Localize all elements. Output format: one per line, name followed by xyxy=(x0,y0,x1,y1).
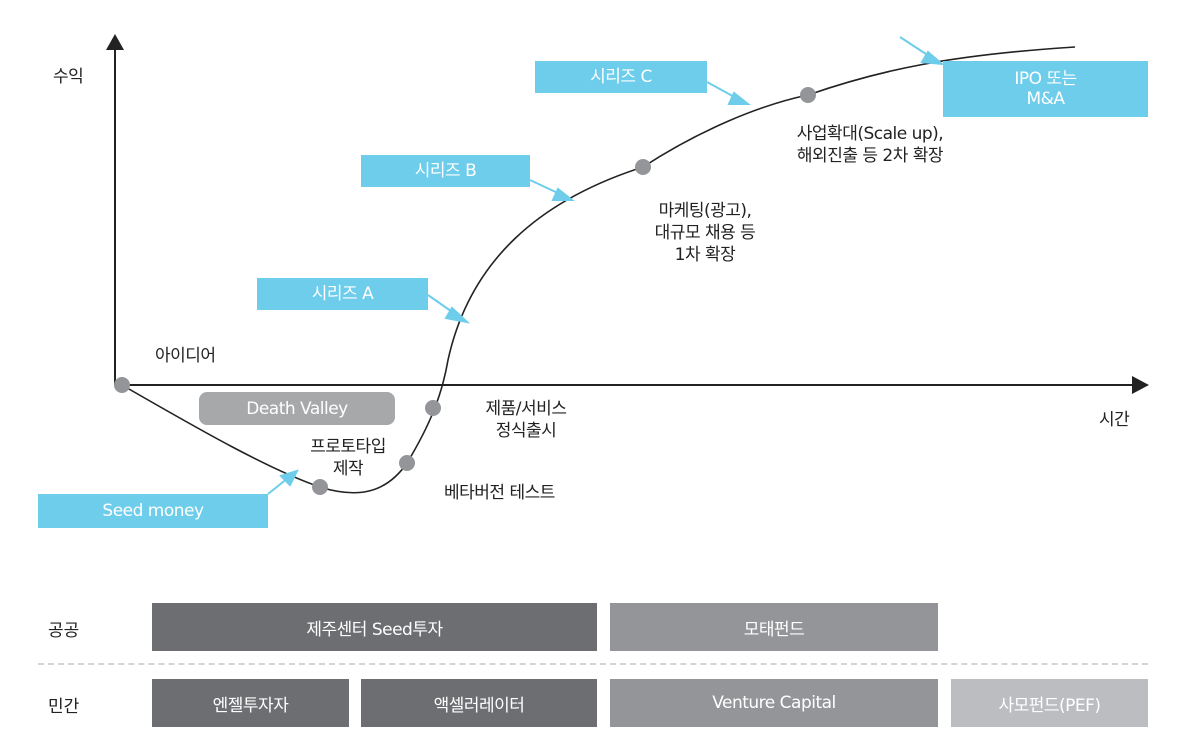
public-row-label: 공공 xyxy=(48,621,80,641)
stage-expand2-label: 사업확대(Scale up), 해외진출 등 2차 확장 xyxy=(770,123,970,167)
milestone-dot-beta xyxy=(399,455,415,471)
seed-money-tag: Seed money xyxy=(38,494,268,528)
series-a-tag: 시리즈 A xyxy=(257,278,428,310)
x-axis-label: 시간 xyxy=(1099,410,1130,430)
stage-launch-line-2: 정식출시 xyxy=(495,421,557,441)
milestone-dot-expand2 xyxy=(800,87,816,103)
stage-launch-label: 제품/서비스 정식출시 xyxy=(470,398,582,442)
stage-launch-line-1: 제품/서비스 xyxy=(485,399,567,419)
accelerator-bar: 액셀러레이터 xyxy=(361,679,597,727)
stage-expand1-label: 마케팅(광고), 대규모 채용 등 1차 확장 xyxy=(630,200,780,266)
series-a-arrowhead xyxy=(444,306,471,324)
angel-investor-bar: 엔젤투자자 xyxy=(152,679,349,727)
series-b-tag: 시리즈 B xyxy=(361,155,530,187)
seed-arrowhead xyxy=(279,469,299,487)
growth-curve xyxy=(121,46,1076,494)
row-divider xyxy=(38,663,1148,665)
stage-expand1-line-3: 1차 확장 xyxy=(674,245,736,265)
stage-expand2-line-2: 해외진출 등 2차 확장 xyxy=(796,146,944,166)
ipo-ma-line-1: IPO 또는 xyxy=(1014,69,1077,89)
series-c-arrowhead xyxy=(727,91,751,105)
stage-expand1-line-1: 마케팅(광고), xyxy=(658,201,752,221)
death-valley-badge: Death Valley xyxy=(199,392,395,425)
milestone-dot-expand1 xyxy=(635,159,651,175)
series-c-tag: 시리즈 C xyxy=(535,61,707,93)
mother-fund-bar: 모태펀드 xyxy=(610,603,938,651)
jeju-center-seed-bar: 제주센터 Seed투자 xyxy=(152,603,597,651)
stage-beta-label: 베타버전 테스트 xyxy=(444,483,555,503)
pef-bar: 사모펀드(PEF) xyxy=(951,679,1148,727)
stage-prototype-line-1: 프로토타입 xyxy=(310,437,386,457)
ipo-arrowhead xyxy=(920,50,946,66)
stage-expand1-line-2: 대규모 채용 등 xyxy=(654,223,756,243)
private-row-label: 민간 xyxy=(48,697,80,717)
stage-expand2-line-1: 사업확대(Scale up), xyxy=(796,124,944,144)
ipo-ma-line-2: M&A xyxy=(1026,89,1065,109)
stage-idea-label: 아이디어 xyxy=(155,346,216,366)
x-axis-arrow xyxy=(1132,376,1149,394)
stage-prototype-line-2: 제작 xyxy=(332,459,364,479)
milestone-dot-launch xyxy=(425,400,441,416)
venture-capital-bar: Venture Capital xyxy=(610,679,938,727)
y-axis-arrow xyxy=(106,34,124,50)
ipo-ma-tag: IPO 또는 M&A xyxy=(943,61,1148,117)
series-b-arrowhead xyxy=(551,187,575,201)
milestone-dot-prototype xyxy=(312,479,328,495)
stage-prototype-label: 프로토타입 제작 xyxy=(296,436,400,480)
y-axis-label: 수익 xyxy=(53,67,84,87)
milestone-dot-idea xyxy=(114,377,130,393)
